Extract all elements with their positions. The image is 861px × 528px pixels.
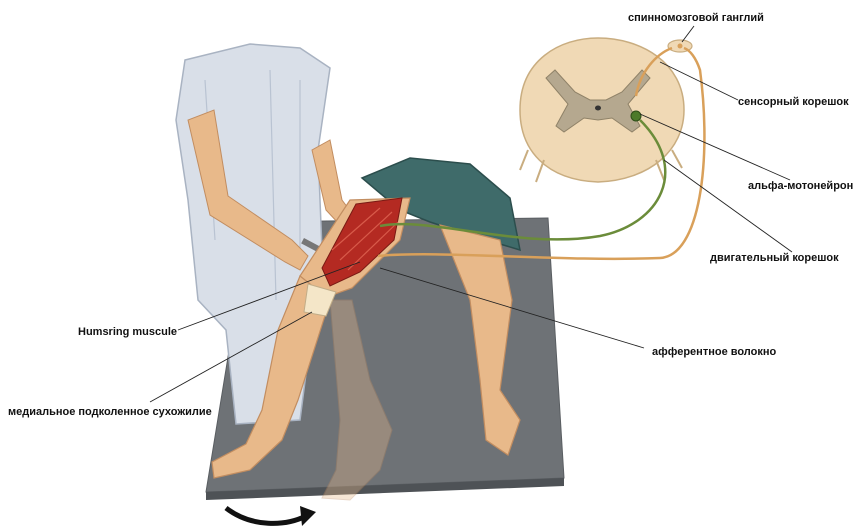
label-hamstring-muscle: Humsring muscule	[78, 326, 177, 338]
central-canal	[595, 106, 601, 111]
spinal-cord-section	[520, 38, 692, 182]
curved-arrow-icon	[226, 506, 316, 526]
label-sensory-root: сенсорный корешок	[738, 96, 849, 108]
label-motor-root: двигательный корешок	[710, 252, 839, 264]
label-spinal-ganglion: спинномозговой ганглий	[628, 12, 764, 24]
label-medial-tendon: медиальное подколенное сухожилие	[8, 406, 212, 418]
label-alpha-motoneuron: альфа-мотонейрон	[748, 180, 853, 192]
label-afferent-fiber: афферентное волокно	[652, 346, 776, 358]
alpha-motoneuron-cell	[631, 111, 641, 121]
